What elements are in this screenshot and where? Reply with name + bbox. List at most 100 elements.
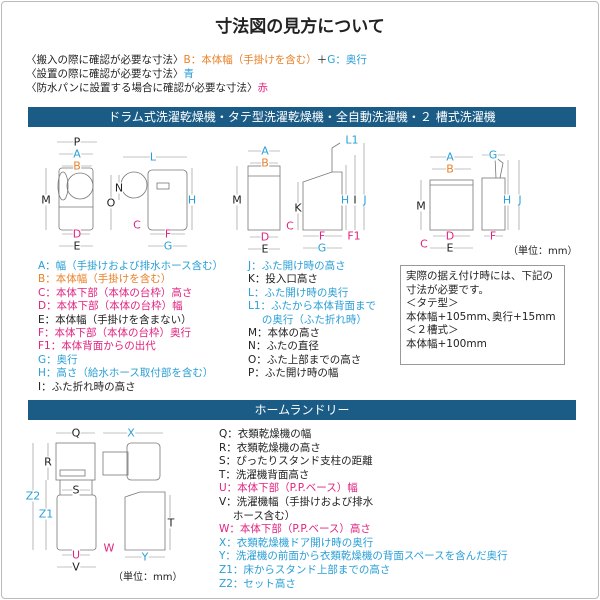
legend-item-h: H：高さ（給水ホース取付部を含む）	[38, 367, 214, 380]
legend-item-p: P：ふた開け時の幅	[248, 367, 339, 380]
intro-blue: 青	[183, 68, 195, 80]
drum-side-body	[147, 169, 188, 231]
dim-label-g: G	[488, 148, 498, 162]
dim-label-d: D	[260, 230, 270, 244]
intro-g-depth: G：奥行	[327, 54, 367, 66]
washer-side-body	[124, 491, 166, 551]
twotub-front-body	[429, 179, 474, 231]
dim-label-p: P	[73, 135, 81, 149]
legend-item-r: R：衣類乾燥機の高さ	[219, 441, 321, 454]
installation-note-box: 実際の据え付け時には、下記の 寸法が必要です。 ＜タテ型＞ 本体幅+105mm､…	[400, 265, 565, 365]
dim-label-r: R	[44, 455, 52, 469]
legend-home-laundry: Q：衣類乾燥機の幅 R：衣類乾燥機の高さ S：ぴったりスタンド支柱の距離 T：洗…	[219, 428, 508, 591]
intro-label: 〈防水パンに設置する場合に確認が必要な寸法〉	[26, 82, 258, 94]
twotub-side-body	[481, 177, 506, 231]
dim-label-l1: L1	[345, 133, 359, 147]
legend-item-b: B：本体幅（手掛けを含む）	[38, 273, 172, 286]
legend-item-l1: L1：ふたから本体背面まで	[248, 300, 377, 313]
intro-line-pan: 〈防水パンに設置する場合に確認が必要な寸法〉赤	[26, 81, 268, 95]
dim-label-h: H	[187, 193, 197, 207]
note-line: 寸法が必要です。	[406, 283, 489, 296]
legend-item-f1: F1：本体背面からの出代	[38, 340, 156, 353]
note-line: 本体幅+105mm､奥行+15mm	[406, 310, 556, 323]
dim-label-a: A	[261, 144, 269, 158]
legend-item-f: F：本体下部（本体の台枠）奥行	[38, 327, 192, 340]
dim-label-q: Q	[71, 426, 81, 440]
legend-item-w: W：本体下部（P.P.ベース）高さ	[219, 523, 371, 536]
page-title: 寸法図の見方について	[215, 17, 385, 37]
legend-item-c: C：本体下部（本体の台枠）高さ	[38, 286, 193, 299]
dim-label-x: X	[127, 426, 135, 440]
dim-label-t: T	[167, 516, 175, 530]
section-banner-home-laundry: ホームランドリー	[28, 400, 576, 420]
dim-label-j: J	[518, 193, 522, 207]
intro-plus: ＋	[316, 54, 328, 66]
dim-label-i: I	[353, 193, 357, 207]
legend-item-y: Y：洗濯機の前面から衣類乾燥機の背面スペースを含んだ奥行	[219, 550, 508, 563]
dim-label-b: B	[73, 159, 81, 173]
dim-label-l: L	[149, 150, 157, 164]
dim-label-a: A	[446, 150, 454, 164]
intro-line-carry-in: 〈搬入の際に確認が必要な寸法〉B：本体幅（手掛けを含む）＋G：奥行	[26, 53, 367, 67]
dim-label-v: V	[72, 560, 80, 574]
legend-left: A：幅（手掛けおよび排水ホース含む） B：本体幅（手掛けを含む） C：本体下部（…	[38, 260, 223, 394]
dim-label-b: B	[446, 162, 454, 176]
topload-side-body	[302, 171, 343, 231]
legend-item-i: I：ふた折れ時の高さ	[38, 380, 136, 393]
dim-label-a: A	[73, 147, 81, 161]
dim-label-c: C	[286, 219, 294, 233]
dim-label-m: M	[232, 193, 242, 207]
dim-label-y: Y	[141, 550, 149, 564]
dryer-door-open	[102, 451, 129, 476]
washer-front-body	[56, 494, 97, 551]
note-line: 本体幅+100mm	[406, 337, 487, 350]
legend-item-z1: Z1：床からスタンド上部までの高さ	[219, 563, 391, 576]
dim-label-k: K	[294, 201, 302, 215]
dim-label-g: G	[317, 241, 327, 255]
dim-label-m: M	[41, 193, 51, 207]
legend-item-g: G：奥行	[38, 353, 78, 366]
legend-item-s: S：ぴったりスタンド支柱の距離	[219, 455, 373, 468]
legend-item-e: E：本体幅（手掛けを含まない）	[38, 313, 192, 326]
legend-item-x: X：衣類乾燥機ドア開け時の奥行	[219, 536, 374, 549]
intro-label: 〈搬入の際に確認が必要な寸法〉	[26, 54, 184, 66]
dim-label-j: J	[363, 193, 367, 207]
dim-label-f: F	[318, 229, 326, 243]
dryer-front-body	[55, 442, 96, 481]
drum-door	[66, 172, 94, 200]
intro-label: 〈設置の際に確認が必要な寸法〉	[26, 68, 184, 80]
dim-label-c: C	[420, 237, 428, 251]
legend-item-v-cont: ホース含む）	[219, 509, 296, 522]
legend-item-t: T：洗濯機背面高さ	[219, 468, 310, 481]
legend-item-a: A：幅（手掛けおよび排水ホース含む）	[38, 260, 224, 272]
dim-label-n: N	[114, 181, 124, 195]
dim-label-w: W	[103, 541, 115, 555]
unit-label: （単位：mm）	[113, 572, 183, 583]
drum-door-open	[57, 171, 69, 201]
note-line: 実際の据え付け時には、下記の	[406, 270, 553, 282]
dim-label-e: E	[73, 239, 81, 253]
legend-item-k: K：投入口高さ	[248, 273, 318, 286]
dim-label-d: D	[445, 229, 455, 243]
dryer-side-body	[126, 442, 161, 481]
dim-label-g: G	[163, 239, 173, 253]
dim-label-e: E	[446, 241, 454, 255]
dim-label-b: B	[261, 156, 269, 170]
dim-label-f: F	[489, 229, 497, 243]
legend-item-l1-cont: の奥行（ふた折れ時）	[248, 313, 367, 326]
intro-b-width: B：本体幅（手掛けを含む）	[183, 54, 317, 66]
legend-item-z2: Z2：セット高さ	[219, 577, 296, 590]
note-line: ＜２槽式＞	[406, 324, 459, 336]
dim-label-e: E	[261, 242, 269, 256]
legend-item-o: O：ふた上部までの高さ	[248, 353, 362, 366]
dim-label-h: H	[340, 193, 350, 207]
legend-item-u: U：本体下部（P.P.ベース）幅	[219, 482, 358, 495]
dim-label-m: M	[416, 199, 426, 213]
section-banner-washers: ドラム式洗濯乾燥機・タテ型洗濯乾燥機・全自動洗濯機・２ 槽式洗濯機	[28, 107, 576, 127]
dim-label-h: H	[502, 193, 512, 207]
legend-item-l: L：ふた開け時の奥行	[248, 286, 349, 299]
dim-label-f: F	[164, 227, 172, 241]
legend-item-n: N：ふたの直径	[248, 340, 319, 353]
dim-label-d: D	[72, 227, 82, 241]
